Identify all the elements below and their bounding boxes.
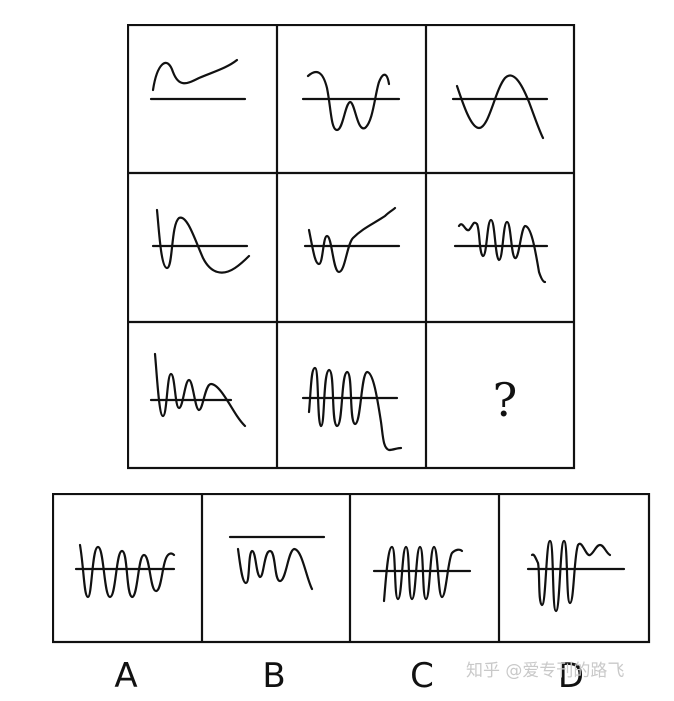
cell-r1c1-figure xyxy=(149,58,247,101)
cell-r1c3-figure xyxy=(451,74,549,140)
cell-r2c2-figure xyxy=(303,206,401,274)
option-c-label: C xyxy=(410,656,434,696)
question-mark: ? xyxy=(493,373,518,427)
cell-r3c2-figure xyxy=(301,366,403,452)
option-b-figure[interactable] xyxy=(228,535,326,591)
option-a-label: A xyxy=(114,656,138,696)
watermark-text: 知乎 @爱专刊的路飞 xyxy=(466,661,625,681)
option-d-figure[interactable] xyxy=(526,539,626,613)
grid-border xyxy=(127,24,576,470)
option-c-figure[interactable] xyxy=(372,545,472,603)
option-b-label: B xyxy=(262,656,286,696)
cell-r3c1-figure xyxy=(149,352,247,428)
option-d-label: D xyxy=(557,656,585,696)
cell-r2c1-figure xyxy=(151,208,251,274)
cell-r1c2-figure xyxy=(301,70,401,132)
answer-options-svg xyxy=(52,493,651,644)
option-a-figure[interactable] xyxy=(74,543,176,599)
puzzle-grid: ? xyxy=(127,24,577,470)
puzzle-grid-svg: ? xyxy=(127,24,576,470)
answer-options xyxy=(52,493,652,645)
cell-r2c3-figure xyxy=(453,218,549,284)
